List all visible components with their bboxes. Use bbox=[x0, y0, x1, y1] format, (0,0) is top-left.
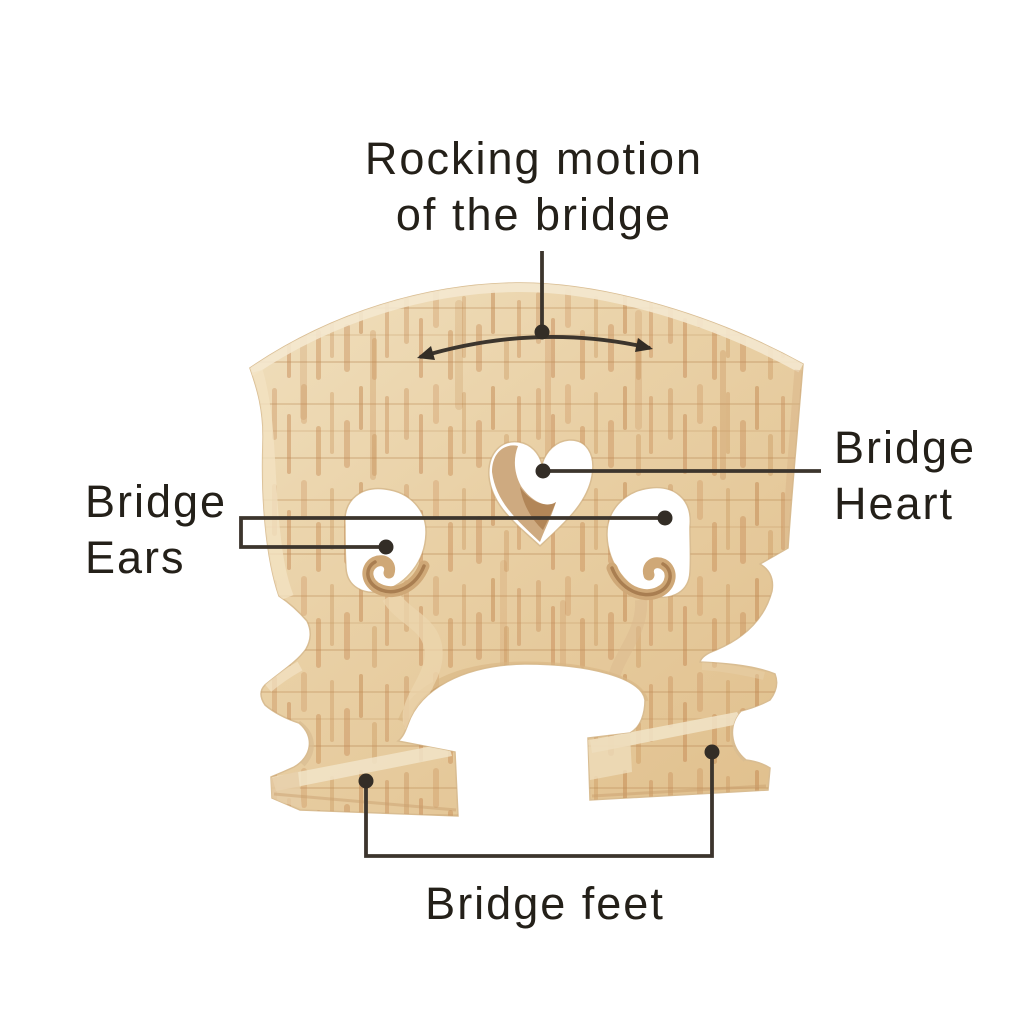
right-ear-scroll bbox=[606, 557, 676, 601]
heart-leader-dot bbox=[535, 463, 551, 479]
feet-bracket bbox=[364, 752, 714, 858]
label-ears-line2: Ears bbox=[85, 532, 186, 583]
label-bridge-ears: Bridge Ears bbox=[85, 474, 227, 586]
feet-dot-right bbox=[704, 744, 720, 760]
label-rocking-motion: Rocking motion of the bridge bbox=[365, 131, 703, 243]
rocking-pointer-dot bbox=[534, 324, 550, 340]
label-heart-line2: Heart bbox=[834, 478, 955, 529]
annotation-connectors bbox=[239, 251, 821, 858]
feet-dot-left bbox=[358, 773, 374, 789]
label-ears-line1: Bridge bbox=[85, 476, 228, 527]
ears-bracket bbox=[239, 516, 665, 549]
label-bridge-feet: Bridge feet bbox=[425, 876, 665, 932]
label-rocking-line2: of the bridge bbox=[395, 189, 673, 240]
ears-dot-left bbox=[378, 539, 394, 555]
left-ear-scroll bbox=[362, 555, 430, 598]
label-rocking-line1: Rocking motion bbox=[364, 133, 704, 184]
rocking-arrowhead-left bbox=[417, 346, 435, 360]
ears-dot-right bbox=[657, 510, 673, 526]
label-bridge-heart: Bridge Heart bbox=[834, 420, 976, 532]
rocking-arrowhead-right bbox=[635, 338, 653, 352]
rocking-arc-arrow bbox=[419, 335, 651, 359]
label-heart-line1: Bridge bbox=[834, 422, 977, 473]
label-feet-text: Bridge feet bbox=[425, 878, 665, 929]
